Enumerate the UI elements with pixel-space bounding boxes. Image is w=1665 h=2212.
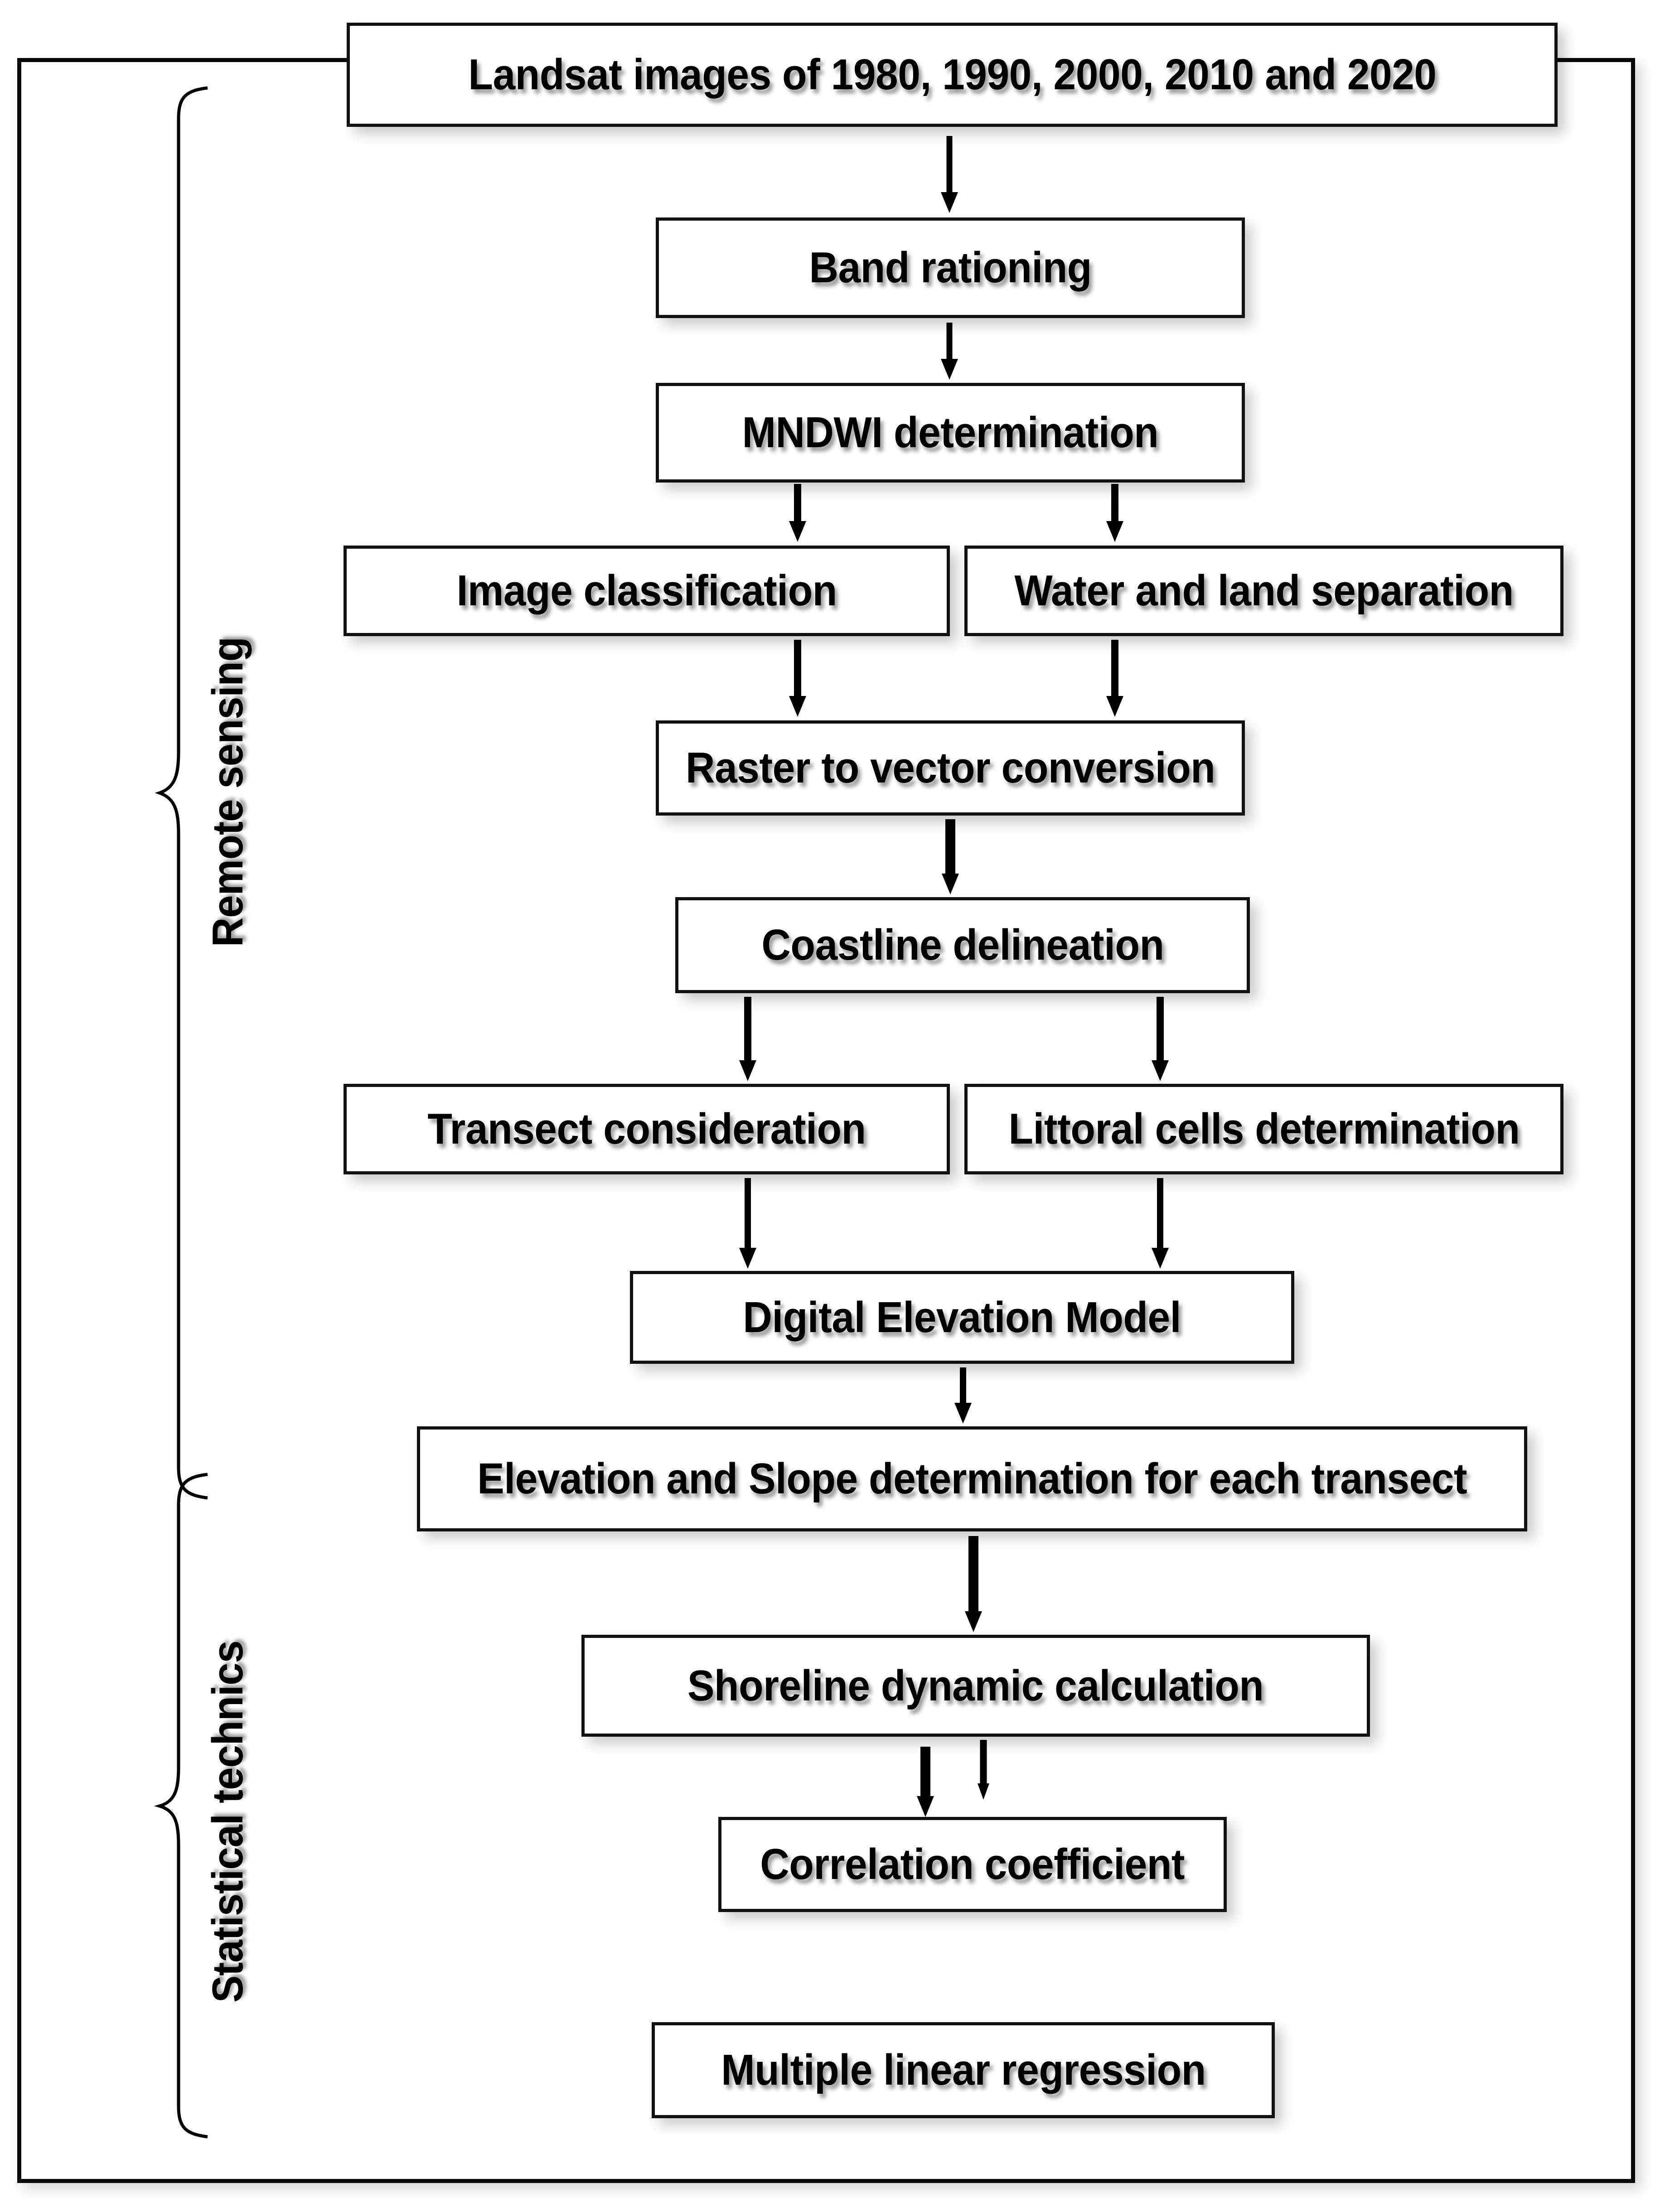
- node-label: Water and land separation: [1014, 566, 1514, 615]
- node-mndwi-determination[interactable]: MNDWI determination: [656, 383, 1245, 483]
- node-label: Littoral cells determination: [1008, 1105, 1520, 1153]
- edge-mndwi-to-image-classification: [789, 484, 807, 542]
- node-elevation-slope-determination[interactable]: Elevation and Slope determination for ea…: [417, 1426, 1527, 1531]
- edge-water-land-separation-to-raster: [1106, 640, 1124, 717]
- edge-shoreline-to-correlation-right: [975, 1740, 992, 1800]
- node-label: Correlation coefficient: [760, 1840, 1185, 1888]
- node-label: Raster to vector conversion: [685, 744, 1215, 792]
- node-transect-consideration[interactable]: Transect consideration: [344, 1084, 950, 1174]
- node-shoreline-dynamic-calculation[interactable]: Shoreline dynamic calculation: [581, 1635, 1370, 1737]
- edge-band-to-mndwi: [940, 323, 958, 380]
- node-label: MNDWI determination: [742, 408, 1159, 457]
- node-label: Coastline delineation: [761, 921, 1164, 969]
- edge-shoreline-to-correlation-left: [915, 1747, 935, 1817]
- edge-dem-to-elevation-slope: [954, 1367, 972, 1424]
- brace-statistical-technics: [154, 1473, 213, 2139]
- node-water-land-separation[interactable]: Water and land separation: [964, 546, 1563, 636]
- node-label: Multiple linear regression: [721, 2046, 1206, 2094]
- group-label-remote-sensing: Remote sensing: [203, 637, 252, 947]
- edge-raster-to-coastline: [940, 819, 960, 894]
- node-correlation-coefficient[interactable]: Correlation coefficient: [718, 1817, 1227, 1912]
- node-label: Band rationing: [809, 243, 1092, 292]
- edge-landsat-to-band: [940, 136, 958, 213]
- node-label: Shoreline dynamic calculation: [687, 1661, 1264, 1710]
- node-multiple-linear-regression[interactable]: Multiple linear regression: [652, 2022, 1275, 2118]
- group-label-statistical-technics: Statistical technics: [203, 1641, 252, 2003]
- edge-coastline-to-littoral: [1151, 997, 1169, 1081]
- node-landsat-images[interactable]: Landsat images of 1980, 1990, 2000, 2010…: [347, 23, 1558, 127]
- node-coastline-delineation[interactable]: Coastline delineation: [675, 897, 1250, 993]
- node-image-classification[interactable]: Image classification: [344, 546, 950, 636]
- node-label: Image classification: [456, 566, 837, 615]
- node-littoral-cells-determination[interactable]: Littoral cells determination: [964, 1084, 1563, 1174]
- edge-image-classification-to-raster: [789, 640, 807, 717]
- node-label: Landsat images of 1980, 1990, 2000, 2010…: [468, 50, 1437, 99]
- node-label: Digital Elevation Model: [743, 1293, 1181, 1342]
- edge-elevation-slope-to-shoreline: [963, 1536, 983, 1632]
- node-label: Transect consideration: [427, 1105, 866, 1153]
- node-label: Elevation and Slope determination for ea…: [477, 1454, 1467, 1503]
- node-digital-elevation-model[interactable]: Digital Elevation Model: [630, 1271, 1294, 1364]
- edge-mndwi-to-water-land-separation: [1106, 484, 1124, 542]
- edge-coastline-to-transect: [739, 997, 757, 1081]
- edge-transect-to-dem: [739, 1178, 757, 1269]
- brace-remote-sensing: [155, 86, 213, 1500]
- node-raster-to-vector-conversion[interactable]: Raster to vector conversion: [656, 720, 1245, 816]
- node-band-rationing[interactable]: Band rationing: [656, 217, 1245, 318]
- edge-littoral-to-dem: [1151, 1178, 1169, 1269]
